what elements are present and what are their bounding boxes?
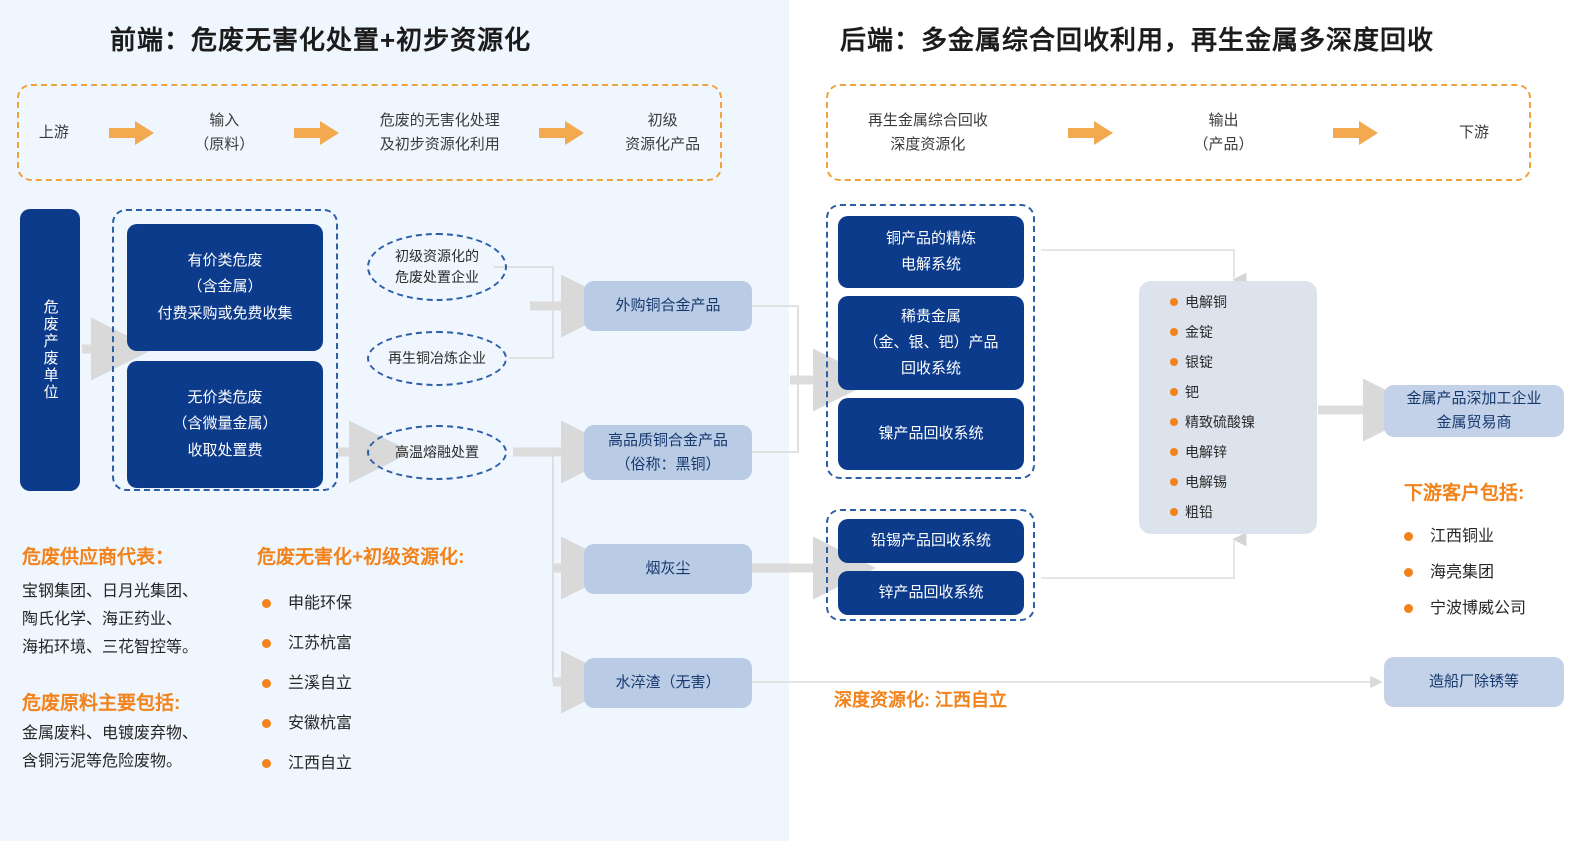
list-item: 钯	[1170, 385, 1317, 399]
left-flow-strip: 上游 输入（原料） 危废的无害化处理及初步资源化利用 初级资源化产品	[17, 84, 722, 181]
copper-refining-box: 铜产品的精炼电解系统	[838, 216, 1024, 288]
deep-processing-box: 金属产品深加工企业金属贸易商	[1384, 385, 1564, 437]
output-products-panel: 电解铜 金锭 银锭 钯 精致硫酸镍 电解锌 电解锡 粗铅	[1139, 281, 1317, 534]
harmless-block-title: 危废无害化+初级资源化:	[257, 547, 465, 568]
list-item: 宁波博威公司	[1404, 601, 1526, 617]
ellipse-primary-disposal: 初级资源化的危废处置企业	[367, 233, 507, 301]
customers-title: 下游客户包括:	[1404, 483, 1525, 504]
zinc-recovery-box: 锌产品回收系统	[838, 571, 1024, 615]
right-arrow-icon	[539, 120, 585, 145]
flow-cell-treatment: 危废的无害化处理及初步资源化利用	[379, 111, 500, 153]
deep-resource-label: 深度资源化: 江西自立	[834, 690, 1007, 710]
list-item: 电解铜	[1170, 295, 1317, 309]
right-flow-strip: 再生金属综合回收深度资源化 输出（产品） 下游	[826, 84, 1531, 181]
waste-category-group	[112, 209, 338, 491]
left-panel-title: 前端：危废无害化处置+初步资源化	[110, 25, 532, 55]
list-item: 江西自立	[262, 756, 352, 772]
product-box-flue-dust: 烟灰尘	[584, 544, 752, 594]
list-item: 精致硫酸镍	[1170, 415, 1317, 429]
list-item: 海亮集团	[1404, 565, 1526, 581]
list-item: 金锭	[1170, 325, 1317, 339]
nickel-recovery-box: 镍产品回收系统	[838, 398, 1024, 470]
lead-tin-recovery-box: 铅锡产品回收系统	[838, 519, 1024, 563]
list-item: 安徽杭富	[262, 716, 352, 732]
right-arrow-icon	[108, 120, 154, 145]
product-box-high-quality-copper-alloy: 高品质铜合金产品（俗称：黑铜）	[584, 425, 752, 480]
flow-cell-output: 输出（产品）	[1193, 111, 1254, 153]
recovery-system-group-1	[826, 204, 1035, 479]
source-unit-box: 危废产废单位	[20, 209, 80, 491]
list-item: 江西铜业	[1404, 529, 1526, 545]
ellipse-copper-smelter: 再生铜冶炼企业	[367, 331, 507, 386]
supplier-block-title: 危废供应商代表：	[22, 547, 175, 568]
list-item: 江苏杭富	[262, 636, 352, 652]
flow-cell-upstream: 上游	[38, 123, 69, 141]
flow-cell-primary-product: 初级资源化产品	[625, 111, 701, 153]
ellipse-high-temp-melting: 高温熔融处置	[367, 425, 507, 480]
customer-list: 江西铜业 海亮集团 宁波博威公司	[1404, 529, 1526, 637]
product-box-purchased-copper-alloy: 外购铜合金产品	[584, 281, 752, 331]
list-item: 兰溪自立	[262, 676, 352, 692]
material-block-body: 金属废料、电镀废弃物、 含铜污泥等危险废物。	[22, 725, 199, 770]
product-box-water-quenched-slag: 水淬渣（无害）	[584, 658, 752, 708]
nonvaluable-waste-box: 无价类危废 （含微量金属） 收取处置费	[127, 361, 323, 488]
list-item: 粗铅	[1170, 505, 1317, 519]
material-block-title: 危废原料主要包括:	[22, 693, 181, 714]
list-item: 银锭	[1170, 355, 1317, 369]
flow-cell-recycled-metal: 再生金属综合回收深度资源化	[867, 111, 988, 153]
list-item: 申能环保	[262, 596, 352, 612]
right-arrow-icon	[1067, 120, 1113, 145]
recovery-system-group-2	[826, 509, 1035, 621]
harmless-company-list: 申能环保 江苏杭富 兰溪自立 安徽杭富 江西自立	[262, 596, 352, 772]
flow-cell-input: 输入（原料）	[194, 111, 255, 153]
right-panel-title: 后端：多金属综合回收利用，再生金属多深度回收	[840, 25, 1435, 55]
supplier-block-body: 宝钢集团、日月光集团、 陶氏化学、海正药业、 海拓环境、三花智控等。	[22, 583, 199, 656]
shipyard-box: 造船厂除锈等	[1384, 657, 1564, 707]
right-arrow-icon	[293, 120, 339, 145]
list-item: 电解锡	[1170, 475, 1317, 489]
valuable-waste-box: 有价类危废 （含金属） 付费采购或免费收集	[127, 224, 323, 351]
precious-metal-recovery-box: 稀贵金属（金、银、钯）产品回收系统	[838, 296, 1024, 390]
right-arrow-icon	[1333, 120, 1379, 145]
flow-cell-downstream: 下游	[1459, 123, 1490, 141]
list-item: 电解锌	[1170, 445, 1317, 459]
